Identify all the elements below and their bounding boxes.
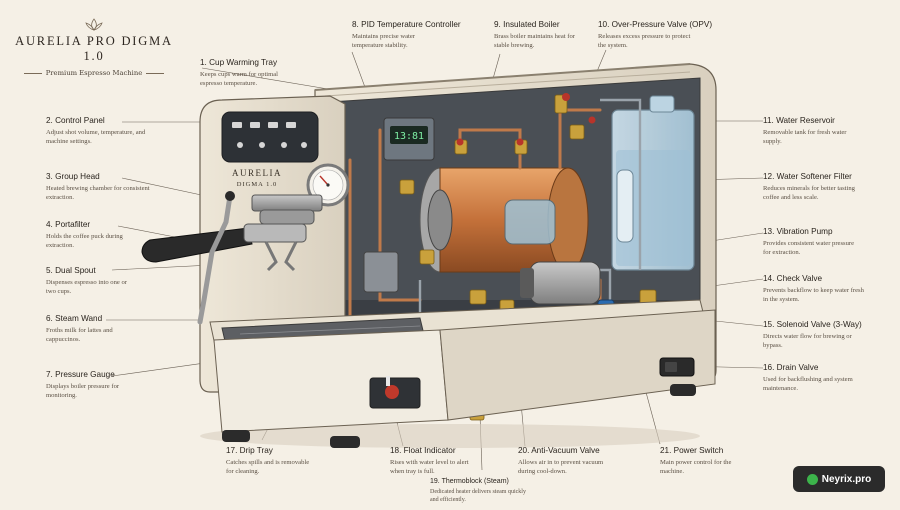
- callout-control-panel: 2. Control Panel Adjust shot volume, tem…: [46, 116, 196, 146]
- callout-desc: Main power control for the machine.: [660, 459, 732, 475]
- callout-title: 8. PID Temperature Controller: [352, 20, 461, 29]
- callout-opv: 10. Over-Pressure Valve (OPV) Releases e…: [598, 20, 748, 50]
- callout-desc: Adjust shot volume, temperature, and mac…: [46, 129, 146, 145]
- callout-dual-spout: 5. Dual Spout Dispenses espresso into on…: [46, 266, 196, 296]
- callout-insulated-boiler: 9. Insulated Boiler Brass boiler maintai…: [494, 20, 644, 50]
- lotus-logo-icon: [85, 18, 103, 31]
- callout-drain-valve: 16. Drain Valve Used for backflushing an…: [763, 363, 900, 393]
- callout-desc: Heated brewing chamber for consistent ex…: [46, 185, 150, 201]
- callout-title: 1. Cup Warming Tray: [200, 58, 278, 67]
- callout-desc: Froths milk for lattes and cappuccinos.: [46, 327, 113, 343]
- callout-steam-wand: 6. Steam Wand Froths milk for lattes and…: [46, 314, 196, 344]
- brand-subtitle-row: Premium Espresso Machine: [14, 69, 174, 77]
- callout-desc: Displays boiler pressure for monitoring.: [46, 383, 120, 399]
- brand-title: AURELIA PRO DIGMA 1.0: [15, 34, 173, 63]
- callout-desc: Reduces minerals for better tasting coff…: [763, 185, 855, 201]
- watermark-badge: Neyrix.pro: [793, 466, 885, 492]
- callout-title: 4. Portafilter: [46, 220, 91, 229]
- callout-title: 14. Check Valve: [763, 274, 823, 283]
- callout-desc: Catches spills and is removable for clea…: [226, 459, 310, 475]
- divider: [146, 72, 165, 74]
- callout-desc: Directs water flow for brewing or bypass…: [763, 333, 852, 349]
- callout-vibration-pump: 13. Vibration Pump Provides consistent w…: [763, 227, 900, 257]
- machine-model-label: DIGMA 1.0: [237, 181, 277, 188]
- callout-desc: Rises with water level to alert when tra…: [390, 459, 469, 475]
- callout-title: 17. Drip Tray: [226, 446, 273, 455]
- callout-desc: Keeps cups warm for optimal espresso tem…: [200, 71, 279, 87]
- callout-portafilter: 4. Portafilter Holds the coffee puck dur…: [46, 220, 196, 250]
- callout-title: 6. Steam Wand: [46, 314, 103, 323]
- callout-title: 3. Group Head: [46, 172, 100, 181]
- callout-title: 19. Thermoblock (Steam): [430, 478, 509, 485]
- callout-float-indicator: 18. Float Indicator Rises with water lev…: [390, 446, 540, 476]
- callout-pressure-gauge: 7. Pressure Gauge Displays boiler pressu…: [46, 370, 196, 400]
- callout-desc: Dispenses espresso into one or two cups.: [46, 279, 127, 295]
- callout-solenoid-valve: 15. Solenoid Valve (3-Way) Directs water…: [763, 320, 900, 350]
- callout-title: 7. Pressure Gauge: [46, 370, 115, 379]
- callout-water-softener: 12. Water Softener Filter Reduces minera…: [763, 172, 900, 202]
- pid-display-readout: 13:81: [394, 131, 424, 142]
- callout-desc: Brass boiler maintains heat for stable b…: [494, 33, 575, 49]
- callout-title: 15. Solenoid Valve (3-Way): [763, 320, 862, 329]
- callout-title: 9. Insulated Boiler: [494, 20, 560, 29]
- callout-cup-warming-tray: 1. Cup Warming Tray Keeps cups warm for …: [200, 58, 350, 88]
- machine-brand-label: AURELIA: [232, 168, 282, 178]
- callout-desc: Allows air in to prevent vacuum during c…: [518, 459, 604, 475]
- callout-title: 11. Water Reservoir: [763, 116, 835, 125]
- divider: [23, 72, 42, 74]
- callout-title: 16. Drain Valve: [763, 363, 819, 372]
- leaf-icon: [806, 473, 818, 485]
- callout-thermoblock: 19. Thermoblock (Steam) Dedicated heater…: [430, 477, 580, 504]
- callout-drip-tray: 17. Drip Tray Catches spills and is remo…: [226, 446, 376, 476]
- callout-check-valve: 14. Check Valve Prevents backflow to kee…: [763, 274, 900, 304]
- callout-desc: Provides consistent water pressure for e…: [763, 240, 855, 256]
- brand-subtitle: Premium Espresso Machine: [45, 69, 143, 77]
- callout-desc: Holds the coffee puck during extraction.: [46, 233, 123, 249]
- callout-title: 20. Anti-Vacuum Valve: [518, 446, 600, 455]
- callout-desc: Used for backflushing and system mainten…: [763, 376, 853, 392]
- callout-title: 10. Over-Pressure Valve (OPV): [598, 20, 713, 29]
- callout-desc: Maintains precise water temperature stab…: [352, 33, 415, 49]
- callout-group-head: 3. Group Head Heated brewing chamber for…: [46, 172, 196, 202]
- callout-title: 18. Float Indicator: [390, 446, 456, 455]
- callout-title: 5. Dual Spout: [46, 266, 96, 275]
- watermark-text: Neyrix.pro: [821, 473, 872, 485]
- callout-title: 21. Power Switch: [660, 446, 724, 455]
- callout-pid-controller: 8. PID Temperature Controller Maintains …: [352, 20, 502, 50]
- brand-block: AURELIA PRO DIGMA 1.0 Premium Espresso M…: [14, 18, 174, 77]
- callout-title: 2. Control Panel: [46, 116, 105, 125]
- callout-title: 12. Water Softener Filter: [763, 172, 852, 181]
- callout-power-switch: 21. Power Switch Main power control for …: [660, 446, 810, 476]
- callout-desc: Removable tank for fresh water supply.: [763, 129, 847, 145]
- callout-desc: Prevents backflow to keep water fresh in…: [763, 287, 864, 303]
- callout-water-reservoir: 11. Water Reservoir Removable tank for f…: [763, 116, 900, 146]
- callout-title: 13. Vibration Pump: [763, 227, 833, 236]
- callout-desc: Releases excess pressure to protect the …: [598, 33, 691, 49]
- callout-anti-vacuum-valve: 20. Anti-Vacuum Valve Allows air in to p…: [518, 446, 668, 476]
- callout-desc: Dedicated heater delivers steam quickly …: [430, 489, 526, 503]
